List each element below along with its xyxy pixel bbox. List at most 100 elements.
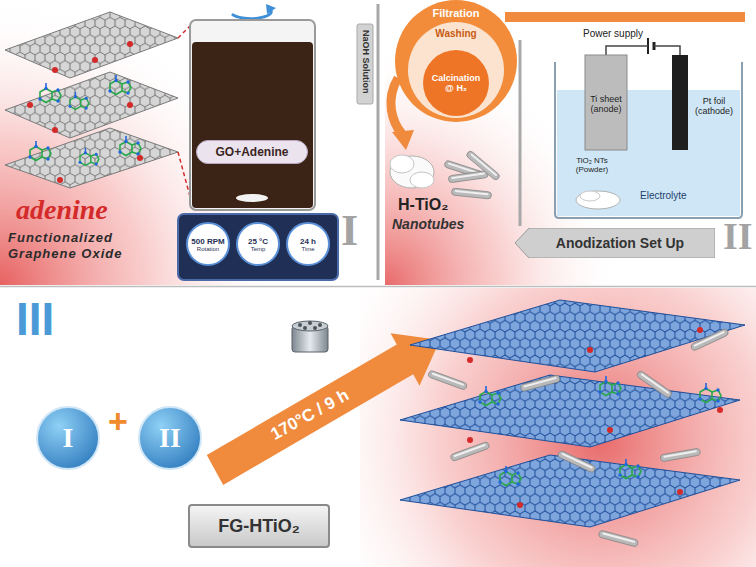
nanotube-powder-part	[390, 155, 414, 173]
process-arrows-part	[392, 130, 414, 150]
fg-htio2-stack-part	[467, 327, 723, 508]
label-box: adenine	[16, 194, 108, 226]
node-text: Filtration	[432, 7, 479, 19]
fg-htio2-stack-part-part	[517, 502, 523, 508]
fg-htio2-stack-part	[698, 383, 721, 403]
fg-htio2-stack-part	[478, 386, 501, 406]
step-circle: II	[138, 406, 202, 470]
anodization-cell-part	[555, 62, 742, 218]
anodization-cell-part	[585, 55, 627, 150]
panel-ground-part	[357, 24, 373, 104]
anodization-cell-part	[580, 191, 600, 201]
node-text: Calcination @ H₂	[429, 73, 483, 93]
panel-ground-part	[385, 0, 756, 285]
band-shape	[515, 228, 715, 258]
graphene-oxide-stack-part-part	[127, 41, 133, 47]
process-circle: Calcination @ H₂	[423, 50, 489, 116]
nanotube-powder-part	[466, 150, 501, 181]
graphene-oxide-stack-part	[5, 72, 178, 138]
label-box: Nanotubes	[392, 216, 464, 232]
panel-ground-part	[0, 286, 756, 288]
node-text: FG-HTiO₂	[218, 516, 300, 537]
nanotube-powder-part	[448, 170, 489, 182]
anodization-cell-part	[654, 46, 680, 55]
label-box: +	[108, 402, 128, 441]
node-text: I	[341, 205, 358, 256]
sample-label: GO+Adenine	[196, 140, 308, 164]
fg-htio2-stack	[400, 300, 745, 547]
product-box: FG-HTiO₂	[188, 504, 330, 548]
label-text: TiO₂ NTs (Powder)	[560, 156, 624, 174]
graphene-oxide-stack-part-part	[52, 67, 58, 73]
graphene-oxide-stack-part	[118, 136, 141, 156]
fg-htio2-stack-part-part	[467, 357, 473, 363]
fg-htio2-stack-part	[410, 300, 745, 372]
label-text: Functionalized Graphene Oxide	[8, 230, 158, 263]
graphene-oxide-stack-part-part	[52, 127, 58, 133]
label-box: 170°C / 9 h	[267, 385, 352, 444]
step-circle: I	[36, 406, 100, 470]
fg-htio2-stack-part	[520, 375, 560, 392]
node-text: I	[63, 422, 74, 454]
label-text: H-TiO₂	[398, 196, 448, 214]
fg-htio2-stack-part-part	[607, 427, 613, 433]
fg-htio2-stack-part	[598, 376, 621, 396]
graphene-oxide-stack-part	[78, 148, 98, 166]
graphene-oxide-stack	[5, 12, 192, 204]
graphene-oxide-stack-part	[27, 41, 143, 183]
label-box: Functionalized Graphene Oxide	[8, 230, 158, 263]
process-circle: FiltrationWashingCalcination @ H₂	[395, 0, 517, 122]
node-text: 500 RPM	[191, 237, 224, 246]
graphene-oxide-stack-part	[28, 141, 51, 161]
fg-htio2-stack-part	[660, 448, 701, 462]
anodization-cell	[555, 38, 742, 218]
label-box: Electrolyte	[640, 190, 687, 201]
graphene-oxide-stack-part	[5, 128, 178, 188]
fg-htio2-stack-part	[618, 459, 641, 479]
panel-ground-part	[360, 288, 756, 567]
fg-htio2-stack-part-part	[467, 437, 473, 443]
beaker-part	[232, 9, 271, 19]
label-text: Nanotubes	[392, 216, 464, 232]
fg-htio2-stack-part	[557, 450, 596, 473]
node-text: 25 °C	[248, 237, 268, 246]
hydrothermal-arrow	[207, 333, 440, 485]
node-text: GO+Adenine	[215, 145, 288, 159]
label-text: Ti sheet (anode)	[585, 94, 627, 114]
autoclave-part-part	[313, 326, 317, 330]
fg-htio2-stack-part	[400, 455, 740, 527]
graphene-oxide-stack-part	[38, 83, 61, 103]
graphene-oxide-stack-part-part	[57, 177, 63, 183]
process-arrows-part	[519, 40, 522, 226]
autoclave-part-part	[303, 326, 307, 330]
fg-htio2-stack-part	[428, 370, 468, 390]
label-text: adenine	[16, 194, 108, 226]
label-box: H-TiO₂	[398, 196, 448, 214]
nanotube-powder-part	[410, 172, 434, 188]
node-text: 24 h	[300, 237, 316, 246]
fg-htio2-stack-part	[450, 441, 490, 461]
autoclave	[292, 321, 328, 352]
label-box: Power supply	[583, 28, 643, 39]
node-subtext: Temp	[251, 246, 266, 252]
anodization-cell-part	[672, 55, 688, 150]
graphene-oxide-stack-part-part	[92, 57, 98, 63]
fg-htio2-stack-part-part	[677, 489, 683, 495]
panel-ground-part	[0, 0, 385, 285]
beaker-part	[266, 4, 276, 14]
autoclave-part-part	[318, 323, 322, 327]
beaker	[190, 4, 315, 210]
autoclave-part-part	[298, 323, 302, 327]
dial-circle: 25 °CTemp	[236, 222, 280, 266]
graphene-oxide-stack-part-part	[127, 102, 133, 108]
process-arrows-part	[505, 12, 745, 22]
label-text: Pt foil (cathode)	[691, 96, 737, 116]
dial-circle: 24 hTime	[286, 222, 330, 266]
fg-htio2-stack-part	[690, 328, 729, 351]
graphene-oxide-stack-part	[5, 12, 178, 78]
graphene-oxide-stack-part	[68, 92, 88, 110]
label-box: Ti sheet (anode)	[585, 94, 627, 114]
fg-htio2-stack-part	[400, 375, 740, 447]
label-text: Electrolyte	[640, 190, 687, 201]
